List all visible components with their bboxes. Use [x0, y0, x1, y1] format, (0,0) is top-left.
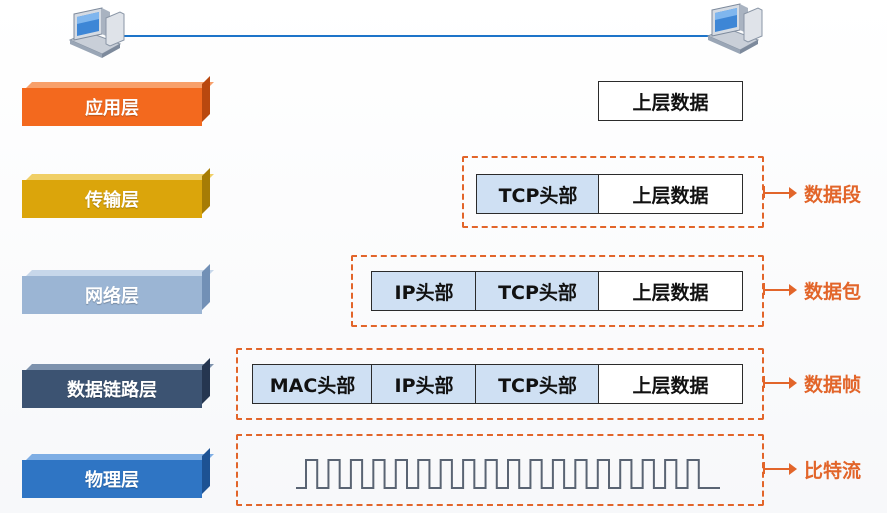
- datalink-ip-header-cell: IP头部: [371, 364, 477, 404]
- layer-network-label: 网络层: [85, 286, 139, 307]
- bitstream-waveform: [296, 459, 720, 489]
- transport-upper-data-cell: 上层数据: [598, 174, 743, 214]
- layer-datalink-label: 数据链路层: [67, 380, 157, 401]
- layer-datalink-face: [22, 370, 202, 408]
- transport-tcp-header-cell: TCP头部: [476, 174, 600, 214]
- app-upper-data-cell: 上层数据: [598, 81, 743, 121]
- frame-tick: [763, 376, 765, 388]
- layer-physical: 物理层: [22, 448, 214, 498]
- layer-physical-side: [202, 448, 210, 494]
- packet-tick: [763, 283, 765, 295]
- layer-datalink-side: [202, 358, 210, 404]
- packet-label: 数据包: [804, 281, 862, 303]
- network-upper-data-cell: 上层数据: [598, 271, 743, 311]
- layer-physical-face: [22, 460, 202, 498]
- network-tcp-header-cell: TCP头部: [475, 271, 600, 311]
- layer-datalink: 数据链路层: [22, 358, 214, 408]
- bitstream-label: 比特流: [804, 460, 862, 482]
- datalink-upper-data-cell: 上层数据: [598, 364, 743, 404]
- frame-arrow: [765, 377, 797, 389]
- layer-transport: 传输层: [22, 168, 214, 218]
- packet-arrow: [765, 284, 797, 296]
- left-computer-icon: [62, 6, 126, 64]
- layer-application-face: [22, 88, 202, 126]
- datalink-mac-header-cell: MAC头部: [252, 364, 373, 404]
- layer-application-label: 应用层: [85, 98, 139, 119]
- right-computer-icon: [700, 2, 764, 60]
- layer-transport-side: [202, 168, 210, 214]
- bitstream-tick: [763, 462, 765, 474]
- layer-network: 网络层: [22, 264, 214, 314]
- datalink-tcp-header-cell: TCP头部: [475, 364, 600, 404]
- layer-physical-label: 物理层: [85, 470, 139, 491]
- layer-transport-label: 传输层: [85, 190, 139, 211]
- frame-label: 数据帧: [804, 374, 862, 396]
- segment-label: 数据段: [804, 184, 862, 206]
- network-link-line: [110, 35, 720, 37]
- layer-application: 应用层: [22, 76, 214, 126]
- segment-arrow: [765, 187, 797, 199]
- bitstream-arrow: [765, 463, 797, 475]
- layer-network-face: [22, 276, 202, 314]
- segment-tick: [763, 186, 765, 198]
- layer-application-side: [202, 76, 210, 122]
- layer-transport-face: [22, 180, 202, 218]
- layer-network-side: [202, 264, 210, 310]
- network-ip-header-cell: IP头部: [371, 271, 477, 311]
